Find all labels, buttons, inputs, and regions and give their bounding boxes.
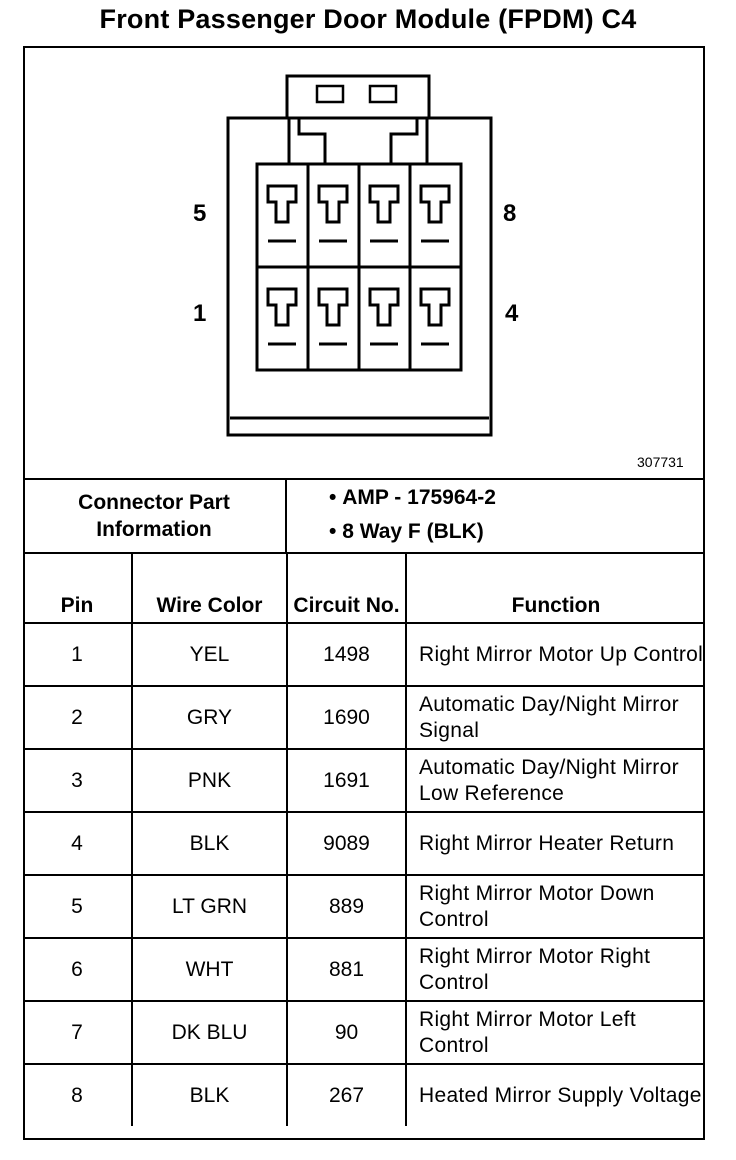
- connector-type: 8 Way F (BLK): [342, 520, 484, 543]
- pin-label-8: 8: [503, 200, 517, 227]
- connector-info-label: Connector Part Information: [23, 480, 287, 552]
- cell-function: Automatic Day/Night Mirror Low Reference: [405, 748, 705, 813]
- cell-wire-color: LT GRN: [131, 874, 288, 939]
- cell-wire-color: WHT: [131, 937, 288, 1002]
- cell-circuit: 267: [286, 1063, 407, 1126]
- header-wire-color: Wire Color: [131, 552, 288, 624]
- pinout-header-row: Pin Wire Color Circuit No. Function: [23, 552, 705, 624]
- terminal-cavity: [266, 287, 298, 327]
- terminal-cavity: [419, 287, 451, 327]
- cell-circuit: 1691: [286, 748, 407, 813]
- cell-circuit: 1690: [286, 685, 407, 750]
- terminal-cavity: [368, 184, 400, 224]
- connector-info-row: Connector Part Information • AMP - 17596…: [23, 478, 705, 552]
- cell-function: Heated Mirror Supply Voltage: [405, 1063, 705, 1126]
- connector-document-frame: 5 8 1 4 307731 Connector Part Informatio…: [23, 46, 705, 1140]
- cell-function: Automatic Day/Night Mirror Signal: [405, 685, 705, 750]
- connector-info-item-part: • AMP - 175964-2: [329, 486, 496, 509]
- cell-wire-color: BLK: [131, 1063, 288, 1126]
- cell-pin: 6: [23, 937, 133, 1002]
- connector-part-number: AMP - 175964-2: [342, 486, 496, 509]
- connector-diagram: 5 8 1 4 307731: [25, 48, 707, 480]
- cell-wire-color: GRY: [131, 685, 288, 750]
- connector-info-values: • AMP - 175964-2 • 8 Way F (BLK): [287, 480, 703, 552]
- cell-pin: 2: [23, 685, 133, 750]
- pin-label-1: 1: [193, 300, 207, 327]
- cell-circuit: 90: [286, 1000, 407, 1065]
- pin-label-5: 5: [193, 200, 207, 227]
- cell-function: Right Mirror Motor Up Control: [405, 622, 705, 687]
- terminal-cavity: [317, 184, 349, 224]
- cell-circuit: 1498: [286, 622, 407, 687]
- cell-wire-color: DK BLU: [131, 1000, 288, 1065]
- cell-pin: 1: [23, 622, 133, 687]
- header-circuit: Circuit No.: [286, 552, 407, 624]
- cell-pin: 5: [23, 874, 133, 939]
- terminal-cavity: [419, 184, 451, 224]
- page-title: Front Passenger Door Module (FPDM) C4: [99, 4, 637, 34]
- cell-pin: 3: [23, 748, 133, 813]
- cell-circuit: 881: [286, 937, 407, 1002]
- figure-number: 307731: [637, 454, 684, 470]
- terminal-cavity: [266, 184, 298, 224]
- cell-wire-color: PNK: [131, 748, 288, 813]
- cell-pin: 8: [23, 1063, 133, 1126]
- cell-pin: 4: [23, 811, 133, 876]
- cell-function: Right Mirror Motor Left Control: [405, 1000, 705, 1065]
- terminal-cavity: [368, 287, 400, 327]
- cell-function: Right Mirror Motor Down Control: [405, 874, 705, 939]
- cell-pin: 7: [23, 1000, 133, 1065]
- cell-circuit: 9089: [286, 811, 407, 876]
- header-pin: Pin: [23, 552, 133, 624]
- cell-circuit: 889: [286, 874, 407, 939]
- cell-function: Right Mirror Motor Right Control: [405, 937, 705, 1002]
- cell-wire-color: YEL: [131, 622, 288, 687]
- connector-face-drawing: [226, 74, 493, 437]
- cell-function: Right Mirror Heater Return: [405, 811, 705, 876]
- header-function: Function: [405, 552, 705, 624]
- connector-info-item-type: • 8 Way F (BLK): [329, 520, 484, 543]
- terminal-cavity: [317, 287, 349, 327]
- cell-wire-color: BLK: [131, 811, 288, 876]
- pin-label-4: 4: [505, 300, 519, 327]
